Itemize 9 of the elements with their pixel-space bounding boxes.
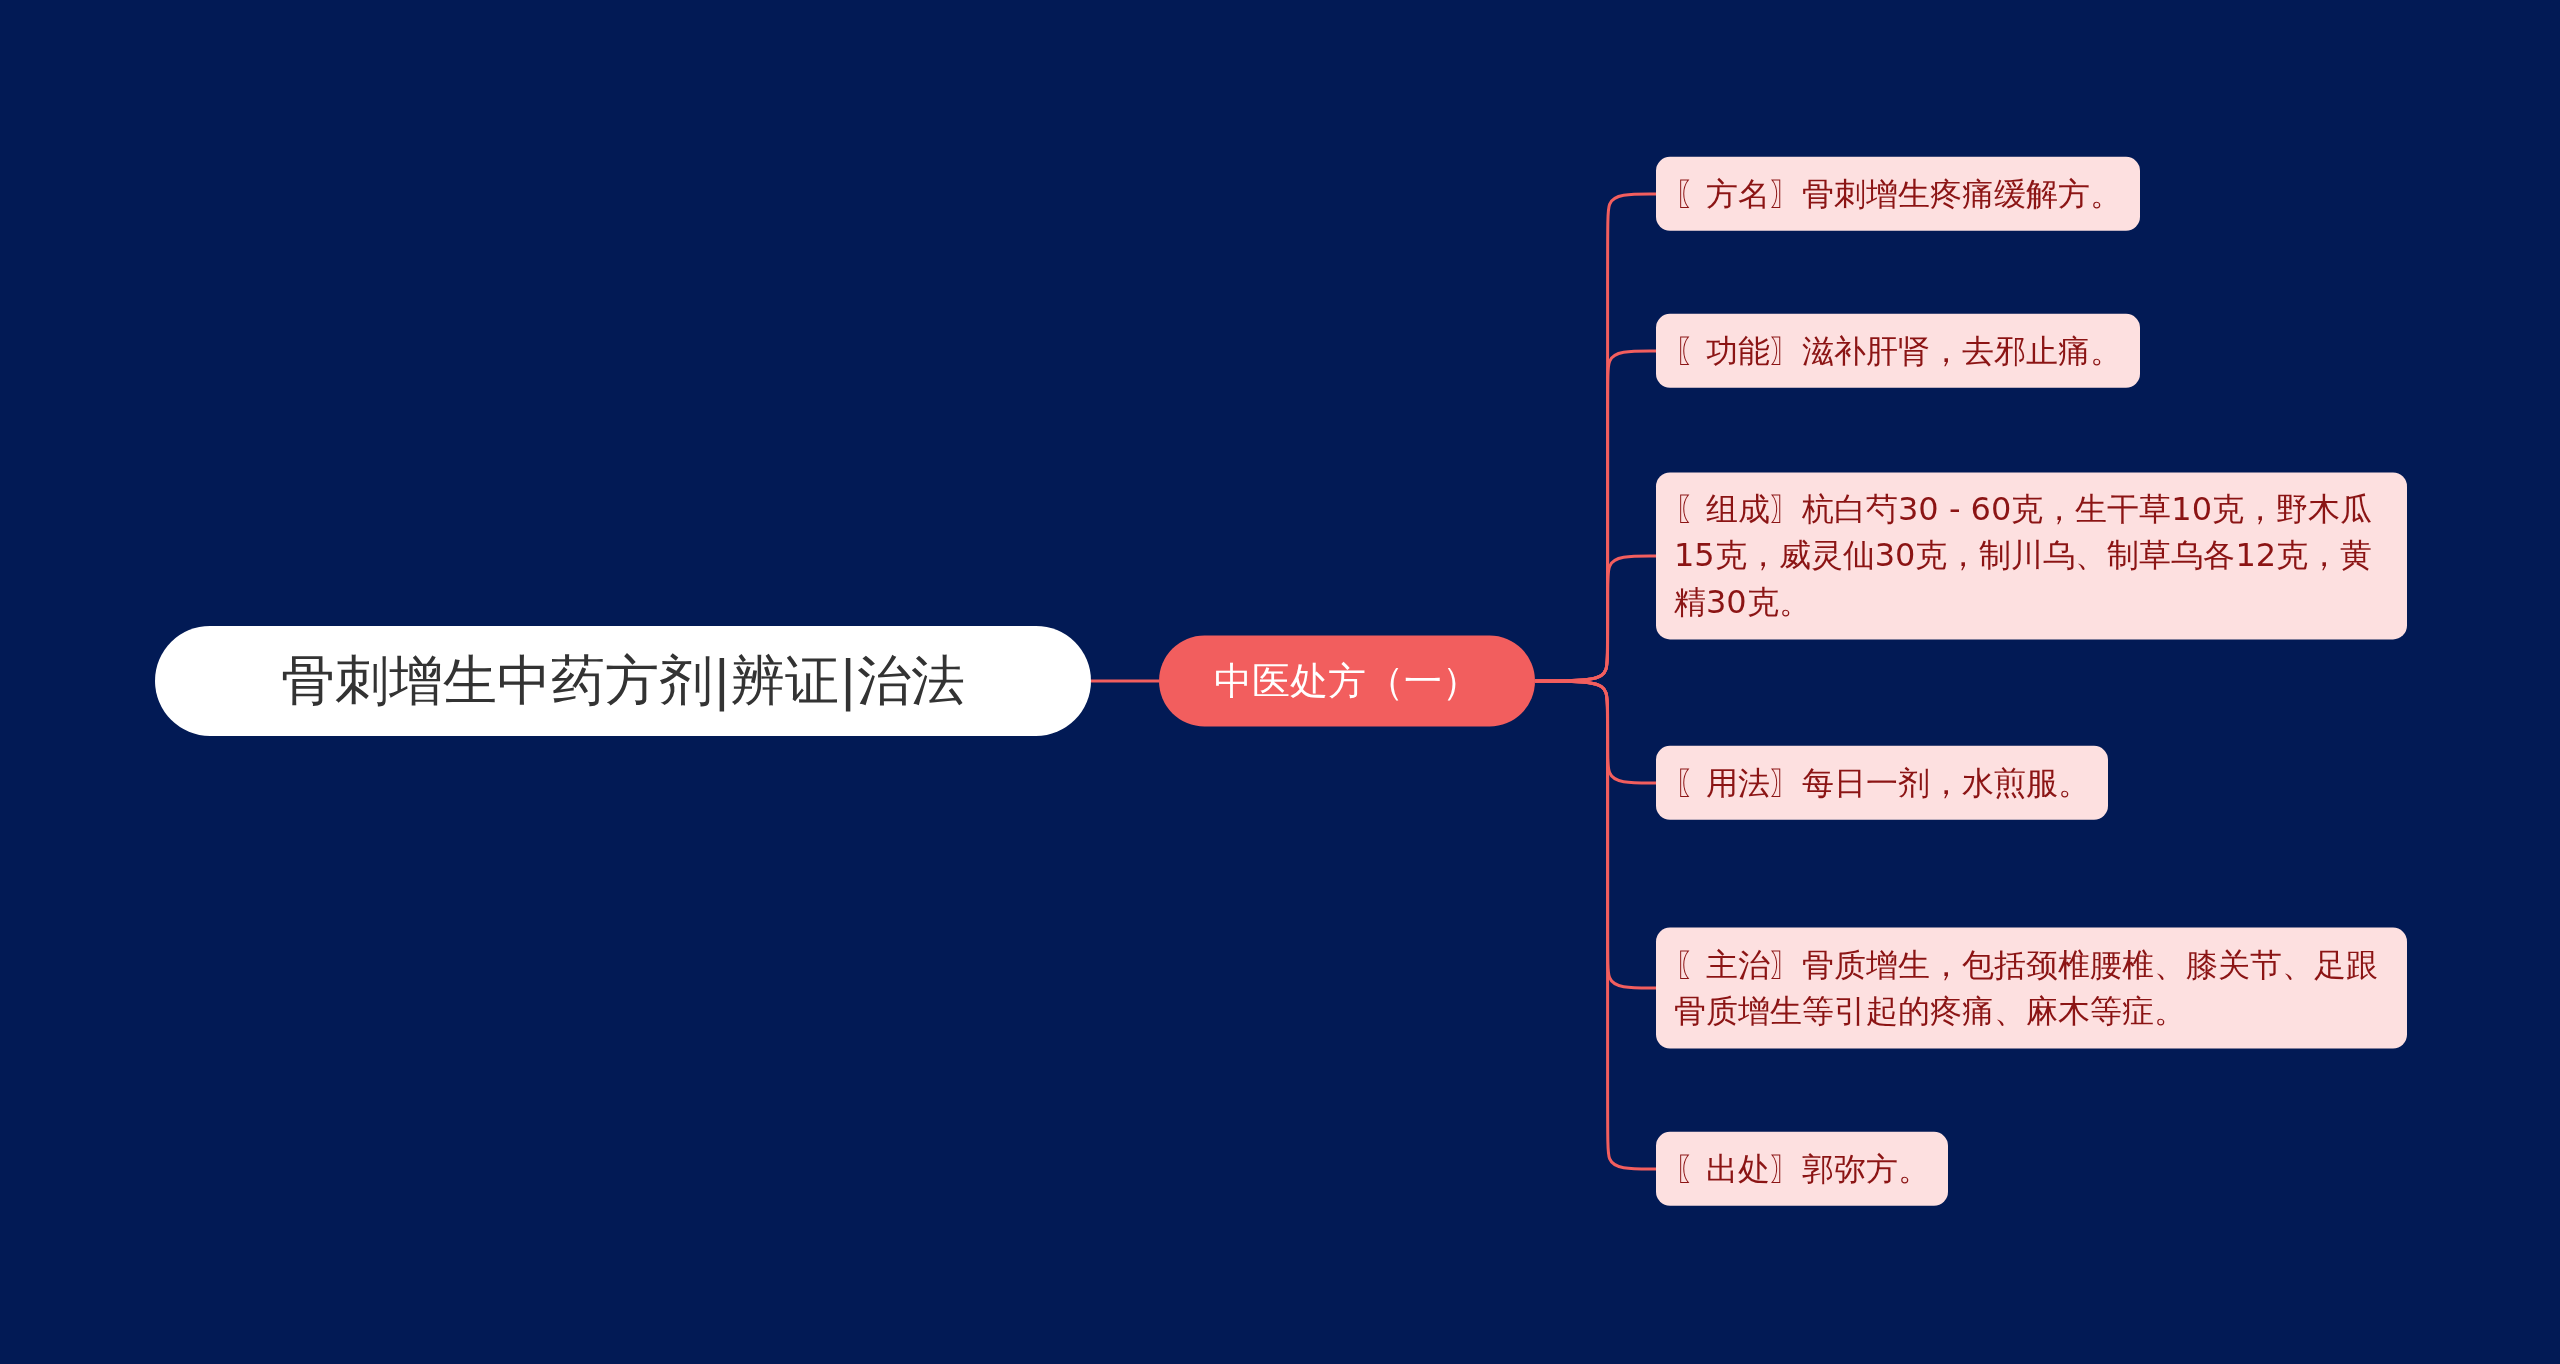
detail-card: 〖方名〗骨刺增生疼痛缓解方。: [1656, 156, 2140, 232]
topic-pill: 骨刺增生中药方剂|辨证|治法: [155, 625, 1091, 737]
detail-card: 〖功能〗滋补肝肾，去邪止痛。: [1656, 313, 2140, 389]
detail-card: 〖组成〗杭白芍30 - 60克，生干草10克，野木瓜15克，威灵仙30克，制川乌、制草乌各12克，黄精30克。: [1656, 472, 2407, 640]
detail-card: 〖用法〗每日一剂，水煎服。: [1656, 745, 2108, 821]
subtopic-pill: 中医处方（一）: [1159, 635, 1535, 727]
detail-card: 〖主治〗骨质增生，包括颈椎腰椎、膝关节、足跟骨质增生等引起的疼痛、麻木等症。: [1656, 927, 2407, 1049]
detail-card: 〖出处〗郭弥方。: [1656, 1131, 1948, 1207]
connector-line: [1091, 679, 1159, 683]
